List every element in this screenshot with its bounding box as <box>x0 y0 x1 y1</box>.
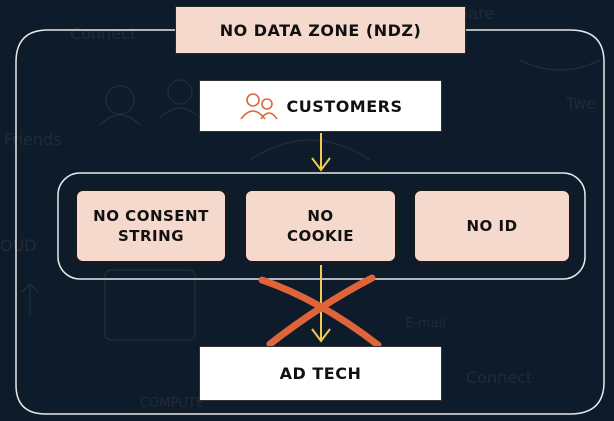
customers-label: CUSTOMERS <box>286 96 403 116</box>
blocked-x-icon <box>258 274 382 349</box>
customers-node: CUSTOMERS <box>199 80 442 132</box>
condition-label-line: STRING <box>117 227 185 245</box>
people-icon <box>239 93 278 120</box>
background-doodle: Connect <box>466 368 533 387</box>
background-doodle: OUD <box>0 236 37 255</box>
condition-label-line: NO <box>307 206 334 225</box>
background-doodle: Twe <box>566 94 597 113</box>
background-doodle: COMPUTE <box>140 396 205 411</box>
arrow-customers-to-conditions <box>311 133 331 172</box>
background-doodle: Friends <box>4 130 62 149</box>
zone-title: NO DATA ZONE (NDZ) <box>175 6 466 54</box>
condition-label-line: NO ID <box>466 216 518 235</box>
condition-label-line: COOKIE <box>287 227 354 245</box>
condition-label-line: NO CONSENT <box>93 206 209 225</box>
background-doodle: Connect <box>70 24 137 43</box>
condition-no-id: NO ID <box>413 189 571 263</box>
background-doodle: E-mail <box>405 316 446 331</box>
zone-frame <box>15 29 605 415</box>
condition-no-consent-string: NO CONSENT STRING <box>75 189 227 263</box>
condition-no-cookie: NO COOKIE <box>244 189 397 263</box>
arrow-conditions-to-adtech <box>311 265 331 343</box>
ad-tech-node: AD TECH <box>199 346 442 401</box>
background-sketches <box>21 59 601 341</box>
